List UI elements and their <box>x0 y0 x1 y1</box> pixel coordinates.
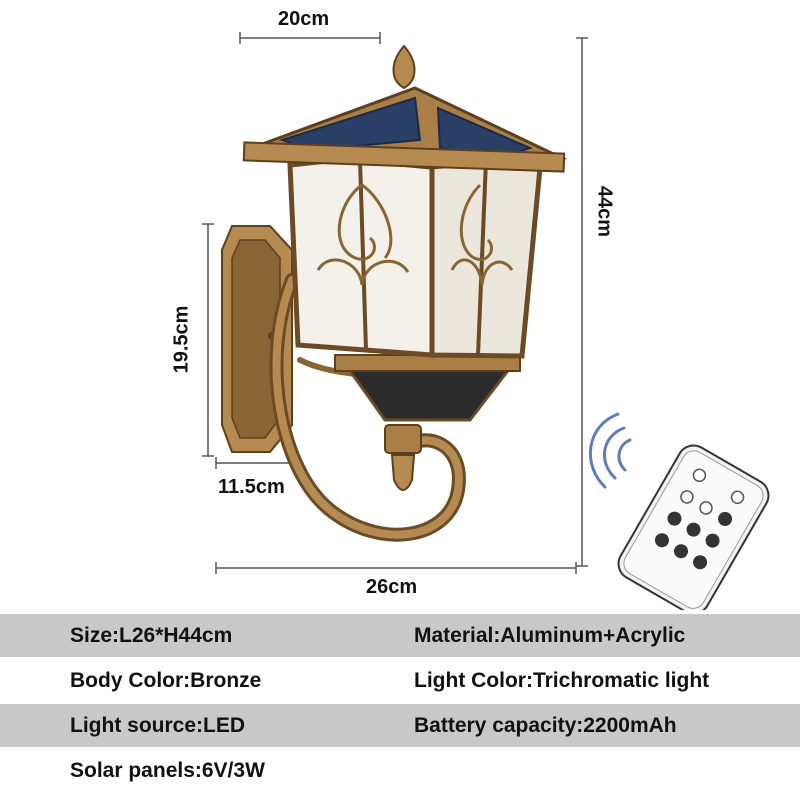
dim-top-width: 20cm <box>278 8 330 30</box>
spec-light-color: Light Color:Trichromatic light <box>414 669 710 692</box>
spec-row: Solar panels:6V/3W <box>0 749 800 792</box>
lantern-roof <box>242 44 568 173</box>
dim-height: 44cm <box>593 185 616 238</box>
bottom-finial <box>384 424 422 491</box>
spec-battery: Battery capacity:2200mAh <box>414 714 677 737</box>
dim-bottom-width: 26cm <box>366 576 418 598</box>
lamp-drawing <box>202 32 770 615</box>
spec-solar-panels: Solar panels:6V/3W <box>70 759 265 782</box>
spec-row: Body Color:Bronze Light Color:Trichromat… <box>0 659 800 702</box>
spec-row: Size:L26*H44cm Material:Aluminum+Acrylic <box>0 614 800 657</box>
spec-body-color: Body Color:Bronze <box>70 669 262 692</box>
product-illustration: 20cm 44cm 19.5cm 11.5cm 26cm <box>170 8 770 615</box>
lantern-body <box>287 147 543 359</box>
remote-control-icon <box>588 412 770 615</box>
spec-table: Size:L26*H44cm Material:Aluminum+Acrylic… <box>0 614 800 792</box>
lantern-base <box>334 354 521 422</box>
spec-row: Light source:LED Battery capacity:2200mA… <box>0 704 800 747</box>
spec-material: Material:Aluminum+Acrylic <box>414 624 686 647</box>
spec-size: Size:L26*H44cm <box>70 624 233 647</box>
dim-bracket-height: 19.5cm <box>170 305 193 374</box>
spec-light-source: Light source:LED <box>70 714 246 737</box>
dim-bracket-depth: 11.5cm <box>218 476 285 498</box>
signal-waves-icon <box>588 412 632 489</box>
solar-panel-left <box>278 96 422 152</box>
